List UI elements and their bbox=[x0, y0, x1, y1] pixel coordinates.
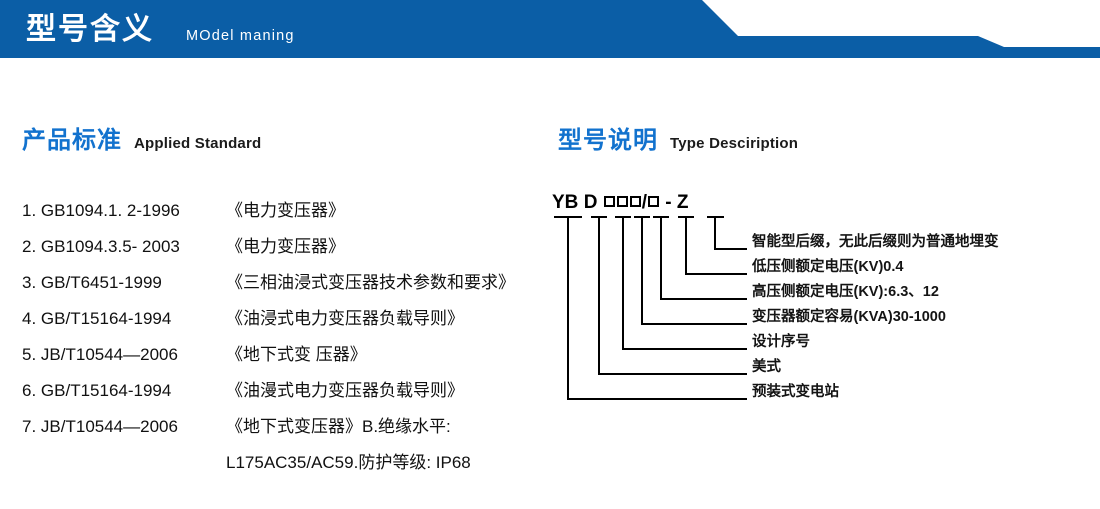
type-description-heading-cn: 型号说明 bbox=[558, 127, 658, 154]
applied-standard-heading-en: Applied Standard bbox=[134, 135, 262, 152]
standard-index: 6. bbox=[22, 381, 37, 400]
standard-code: 3. GB/T6451-1999 bbox=[22, 273, 226, 293]
applied-standard-heading-cn: 产品标准 bbox=[22, 127, 122, 154]
code-box-3 bbox=[629, 196, 641, 207]
standard-index: 5. bbox=[22, 345, 37, 364]
standard-code: 6. GB/T15164-1994 bbox=[22, 381, 226, 401]
label-hv-rated-voltage: 高压侧额定电压(KV):6.3、12 bbox=[752, 284, 939, 300]
list-item: 5. JB/T10544—2006 《地下式变 压器》 bbox=[22, 340, 542, 376]
standard-name: 《地下式变压器》B.绝缘水平: bbox=[226, 417, 451, 436]
page-header-banner: 型号含义 MOdel maning bbox=[0, 0, 1100, 62]
list-item: 6. GB/T15164-1994 《油漫式电力变压器负载导则》 bbox=[22, 376, 542, 412]
list-item: 1. GB1094.1. 2-1996 《电力变压器》 bbox=[22, 196, 542, 232]
standard-number: GB/T6451-1999 bbox=[40, 273, 162, 292]
standard-index: 2. bbox=[22, 237, 37, 256]
standard-number: JB/T10544—2006 bbox=[40, 417, 178, 436]
list-item: 7. JB/T10544—2006 《地下式变压器》B.绝缘水平: bbox=[22, 412, 542, 448]
standard-index: 7. bbox=[22, 417, 37, 436]
code-box-1 bbox=[603, 196, 615, 207]
code-segment-d: D bbox=[583, 192, 598, 213]
standard-name: 《油浸式电力变压器负载导则》 bbox=[226, 309, 464, 328]
standard-code: 5. JB/T10544—2006 bbox=[22, 345, 226, 365]
type-description-heading-en: Type Desciription bbox=[670, 135, 799, 152]
standard-number: JB/T10544—2006 bbox=[40, 345, 178, 364]
type-code-diagram: YB D / - Z bbox=[552, 192, 1092, 442]
page-subtitle: MOdel maning bbox=[186, 28, 295, 44]
code-box-2 bbox=[616, 196, 628, 207]
standard-name: 《油漫式电力变压器负载导则》 bbox=[226, 381, 464, 400]
list-item: 4. GB/T15164-1994 《油浸式电力变压器负载导则》 bbox=[22, 304, 542, 340]
type-description-heading: 型号说明 Type Desciription bbox=[558, 120, 798, 155]
standard-code: 2. GB1094.3.5- 2003 bbox=[22, 237, 226, 257]
label-lv-rated-voltage: 低压侧额定电压(KV)0.4 bbox=[752, 259, 904, 275]
standard-number: GB/T15164-1994 bbox=[40, 381, 172, 400]
label-intelligent-suffix: 智能型后缀，无此后缀则为普通地埋变 bbox=[752, 234, 999, 250]
standard-index: 4. bbox=[22, 309, 37, 328]
label-prefabricated-substation: 预装式变电站 bbox=[752, 384, 839, 400]
label-design-serial-number: 设计序号 bbox=[752, 334, 810, 350]
standard-index: 3. bbox=[22, 273, 37, 292]
standard-code: 7. JB/T10544—2006 bbox=[22, 417, 226, 437]
label-american-style: 美式 bbox=[752, 359, 781, 375]
standard-continuation-line: L175AC35/AC59.防护等级: IP68 bbox=[226, 453, 471, 472]
standard-code: 4. GB/T15164-1994 bbox=[22, 309, 226, 329]
standard-name: 《电力变压器》 bbox=[226, 201, 345, 220]
standard-index: 1. bbox=[22, 201, 37, 220]
list-item: 2. GB1094.3.5- 2003 《电力变压器》 bbox=[22, 232, 542, 268]
standard-code: 1. GB1094.1. 2-1996 bbox=[22, 201, 226, 221]
standard-number: GB/T15164-1994 bbox=[40, 309, 172, 328]
leader-lines bbox=[554, 215, 747, 401]
applied-standard-heading: 产品标准 Applied Standard bbox=[22, 120, 261, 155]
code-slash: / bbox=[641, 192, 647, 213]
standard-name: 《电力变压器》 bbox=[226, 237, 345, 256]
type-code-labels: 智能型后缀，无此后缀则为普通地埋变 低压侧额定电压(KV)0.4 高压侧额定电压… bbox=[752, 230, 1092, 405]
banner-shape bbox=[0, 0, 1100, 58]
code-segment-z: - Z bbox=[665, 192, 689, 213]
standard-number: GB1094.3.5- 2003 bbox=[40, 237, 180, 256]
list-item: 3. GB/T6451-1999 《三相油浸式变压器技术参数和要求》 bbox=[22, 268, 542, 304]
standard-name: 《地下式变 压器》 bbox=[226, 345, 367, 364]
label-rated-capacity: 变压器额定容易(KVA)30-1000 bbox=[752, 309, 946, 325]
code-segment-yb: YB bbox=[552, 192, 579, 213]
standards-list: 1. GB1094.1. 2-1996 《电力变压器》 2. GB1094.3.… bbox=[22, 196, 542, 484]
standard-name: 《三相油浸式变压器技术参数和要求》 bbox=[226, 273, 515, 292]
standard-number: GB1094.1. 2-1996 bbox=[40, 201, 180, 220]
type-code-string: YB D / - Z bbox=[552, 192, 688, 214]
page-title: 型号含义 bbox=[26, 13, 154, 46]
code-box-4 bbox=[647, 196, 659, 207]
